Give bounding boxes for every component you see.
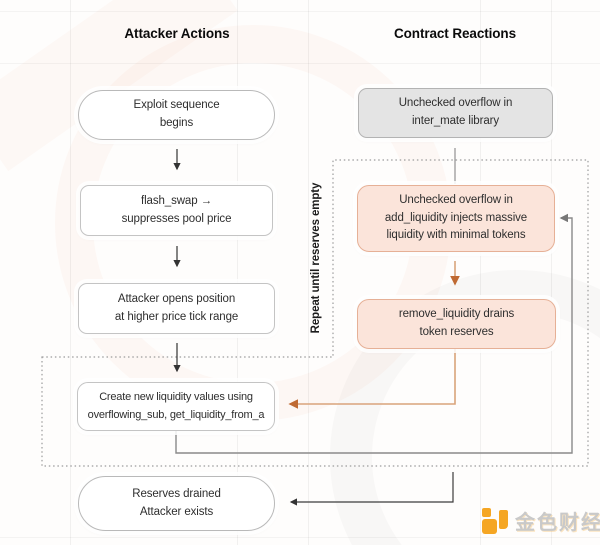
node-text: Create new liquidity values using <box>99 391 253 404</box>
logo-block <box>482 518 497 534</box>
node-text: flash_swap → <box>140 194 213 207</box>
node-text: Unchecked overflow in <box>399 193 513 206</box>
node-reserves-drained: Reserves drained Attacker exists <box>78 476 275 531</box>
logo-block <box>482 507 491 517</box>
node-removeliquidity-drains: remove_liquidity drains token reserves <box>357 299 556 349</box>
node-text: Exploit sequence <box>133 99 220 112</box>
repeat-loop-label: Repeat until reserves empty <box>310 182 322 334</box>
node-text: liquidity with minimal tokens <box>386 229 526 242</box>
connector-removeliquidity-to-create <box>288 349 456 409</box>
node-text: Attacker exists <box>139 505 214 518</box>
node-text: suppresses pool price <box>121 212 232 225</box>
jinse-brand-text: 金色财经 <box>515 512 600 534</box>
node-addliquidity-overflow: Unchecked overflow in add_liquidity inje… <box>357 185 555 252</box>
node-text: Reserves drained <box>132 487 221 500</box>
node-text: add_liquidity injects massive <box>384 211 528 224</box>
node-text: begins <box>159 117 194 129</box>
node-text: Unchecked overflow in <box>398 97 513 110</box>
grid-line <box>551 0 552 545</box>
node-intermate-overflow: Unchecked overflow in inter_mate library <box>358 88 553 138</box>
node-text: overflowing_sub, get_liquidity_from_a <box>87 408 265 421</box>
grid-line <box>480 0 481 545</box>
node-text: Attacker opens position <box>117 292 236 305</box>
node-text: inter_mate library <box>411 115 500 127</box>
connector-loop-exit-to-end <box>289 472 454 506</box>
jinse-finance-watermark: 金色财经 <box>482 506 600 535</box>
grid-line <box>0 537 600 538</box>
column-header-attacker-actions: Attacker Actions <box>124 26 230 41</box>
node-attacker-opens-position: Attacker opens position at higher price … <box>78 283 275 334</box>
node-text: remove_liquidity drains <box>398 308 515 321</box>
node-text: token reserves <box>419 326 494 338</box>
logo-block <box>499 509 508 529</box>
jinse-logo-icon <box>482 507 508 534</box>
node-flash-swap: flash_swap → suppresses pool price <box>80 185 273 236</box>
grid-line <box>0 63 600 64</box>
grid-line <box>308 0 309 545</box>
node-text: at higher price tick range <box>114 310 239 323</box>
node-exploit-sequence-begins: Exploit sequence begins <box>78 90 275 140</box>
node-create-liquidity-values: Create new liquidity values using overfl… <box>77 382 275 431</box>
grid-line <box>237 0 238 545</box>
column-header-contract-reactions: Contract Reactions <box>394 26 516 41</box>
grid-line <box>0 11 600 12</box>
